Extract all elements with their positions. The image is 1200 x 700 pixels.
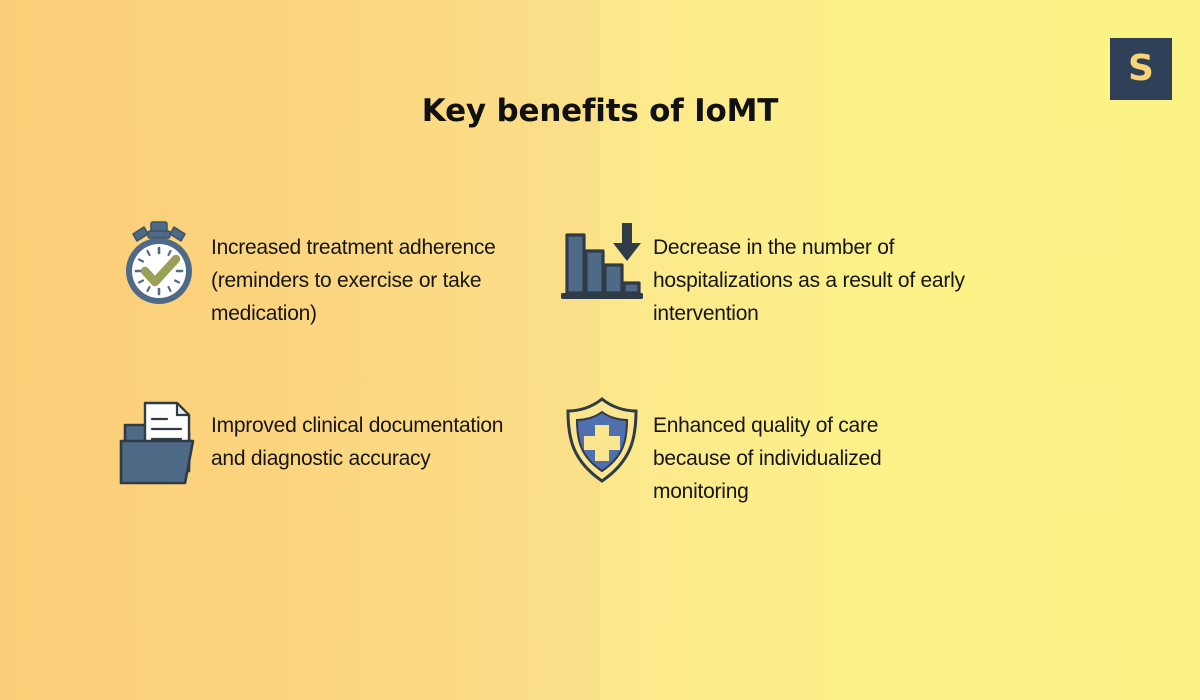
benefits-grid: Increased treatment adherence (reminders…: [0, 215, 1200, 508]
brand-logo-letter: S: [1128, 48, 1154, 89]
benefits-row-2: Improved clinical documentation and diag…: [0, 393, 1200, 508]
declining-bar-chart-arrow-down-icon: [561, 215, 643, 311]
page-title: Key benefits of IoMT: [421, 93, 779, 129]
benefit-text-2: Decrease in the number of hospitalizatio…: [653, 236, 965, 325]
benefit-text-4: Enhanced quality of care because of indi…: [653, 414, 882, 503]
benefit-text-1: Increased treatment adherence (reminders…: [211, 236, 496, 325]
folder-document-icon: [118, 393, 200, 489]
shield-medical-cross-icon: [561, 393, 643, 489]
benefit-item-3: Improved clinical documentation and diag…: [0, 393, 520, 508]
stopwatch-check-icon: [118, 215, 200, 311]
brand-logo: S: [1110, 38, 1172, 100]
benefit-text-3: Improved clinical documentation and diag…: [211, 414, 504, 470]
benefit-item-1: Increased treatment adherence (reminders…: [0, 215, 520, 330]
benefit-item-2: Decrease in the number of hospitalizatio…: [520, 215, 1080, 330]
benefit-item-4: Enhanced quality of care because of indi…: [520, 393, 1080, 508]
benefits-row-1: Increased treatment adherence (reminders…: [0, 215, 1200, 330]
